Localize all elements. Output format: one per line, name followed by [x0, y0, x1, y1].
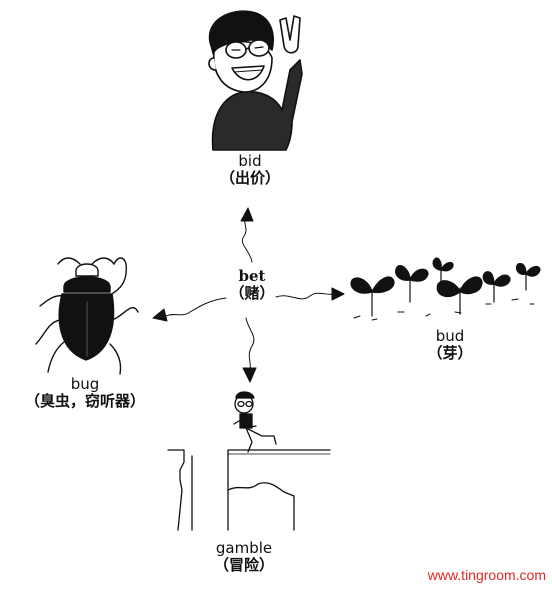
arrow-to-left	[152, 297, 227, 322]
node-center-word: bet	[238, 267, 266, 285]
waving-boy-icon	[208, 10, 303, 151]
node-top: bid （出价）	[200, 152, 300, 188]
node-bottom: gamble （冒险）	[194, 539, 294, 575]
watermark-link[interactable]: www.tingroom.com	[427, 567, 546, 583]
node-right: bud （芽）	[400, 327, 500, 363]
node-top-meaning: （出价）	[219, 169, 280, 188]
node-bottom-meaning: （冒险）	[213, 556, 274, 575]
arrow-to-top	[240, 207, 254, 263]
node-top-word: bid	[238, 152, 262, 170]
arrow-to-bottom	[242, 317, 257, 383]
node-right-word: bud	[435, 327, 465, 345]
node-center: bet （赌）	[212, 267, 292, 303]
node-right-meaning: （芽）	[427, 344, 473, 363]
arrow-to-right	[275, 287, 345, 301]
node-left: bug （臭虫，窃听器）	[10, 375, 160, 411]
node-left-meaning: （臭虫，窃听器）	[24, 392, 145, 411]
beetle-icon	[35, 257, 139, 375]
node-left-word: bug	[70, 375, 100, 393]
sprouts-icon	[350, 257, 541, 321]
boy-jumping-cliff-icon	[167, 391, 331, 531]
node-center-meaning: （赌）	[229, 284, 275, 303]
node-bottom-word: gamble	[215, 539, 273, 557]
